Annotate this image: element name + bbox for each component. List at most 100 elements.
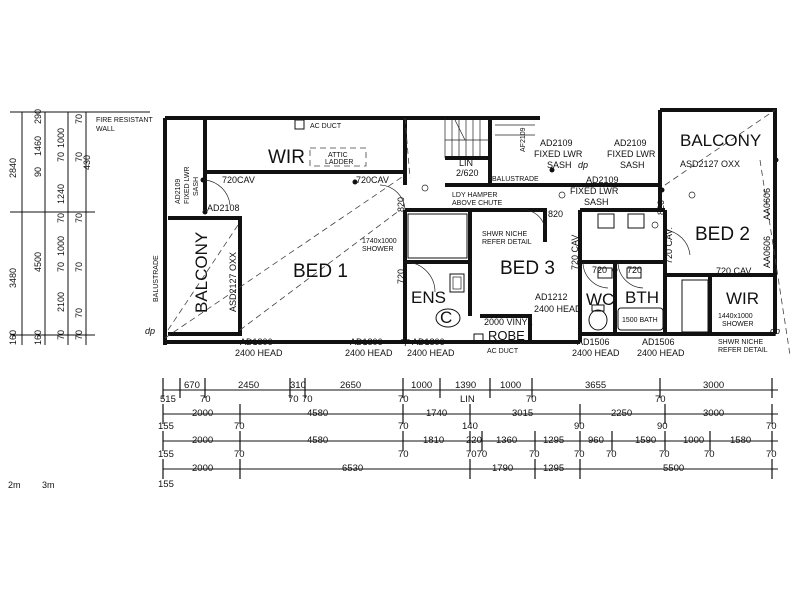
ad2109-left-1: AD2109 — [175, 179, 182, 204]
dim-row2s-0: 155 — [158, 421, 174, 432]
ad1506-2b: 2400 HEAD — [637, 348, 685, 358]
dim-row2-5: 3000 — [703, 408, 724, 419]
room-lin: LIN — [459, 158, 473, 168]
room-robe-size: 2000 VINYL — [484, 317, 533, 327]
aa0606-1: AA0606 — [762, 188, 772, 220]
door-720-ens: 720 — [396, 269, 406, 284]
fixtures — [164, 109, 791, 356]
detector-4 — [651, 221, 659, 229]
ad1806-2b: 2400 HEAD — [345, 348, 393, 358]
balustrade-left: BALUSTRADE — [153, 255, 160, 302]
vdim-col2-0: 290 — [33, 109, 43, 124]
basin-wc — [597, 267, 613, 279]
door-820-1: 820 — [396, 197, 406, 212]
dim-row4-2: 1790 — [492, 463, 513, 474]
door-820-3: 820 — [656, 200, 666, 215]
ac-duct-top-marker — [294, 119, 305, 130]
fire-wall-2: WALL — [96, 126, 115, 133]
shwr-niche-right: SHWR NICHE — [718, 339, 763, 346]
ad1506-1a: AD1506 — [577, 337, 610, 347]
door-720cav-1: 720 CAV — [570, 235, 580, 270]
vdim-col4-5: 70 — [74, 308, 84, 318]
ad2109-a-2: FIXED LWR — [534, 149, 583, 159]
vdim-col2-4: 160 — [33, 330, 43, 345]
cav-wir-1: 720CAV — [222, 175, 255, 185]
room-bth: BTH — [625, 288, 659, 307]
shower-left-1: 1740x1000 — [362, 238, 397, 245]
vdim-col3-2: 1240 — [56, 184, 66, 204]
ad1506-2a: AD1506 — [642, 337, 675, 347]
scale-2m: 2m — [8, 480, 21, 490]
dim-row4s-0: 155 — [158, 479, 174, 490]
dim-row2-3: 3015 — [512, 408, 533, 419]
dim-row2-2: 1740 — [426, 408, 447, 419]
vdim-col4-1: 70 — [74, 152, 84, 162]
dim-row3s-3: 7070 — [466, 449, 487, 460]
vdim-col4-6: 70 — [74, 330, 84, 340]
dim-row2-0: 2000 — [192, 408, 213, 419]
dim-row3s-4: 70 — [529, 449, 540, 460]
ad1212-1: AD1212 — [535, 292, 568, 302]
room-wir-right: WIR — [726, 289, 759, 308]
dim-row1-6: 1000 — [500, 380, 521, 391]
room-ens: ENS — [411, 288, 446, 307]
dim-row3-7: 1590 — [635, 435, 656, 446]
dim-row2s-5: 90 — [657, 421, 668, 432]
shower-right — [681, 279, 709, 333]
ldy-hamper-2: ABOVE CHUTE — [452, 200, 503, 207]
stairs — [444, 118, 490, 158]
vdim-col3-7: 70 — [56, 330, 66, 340]
ad1806-2a: AD1806 — [350, 337, 383, 347]
walls — [163, 108, 777, 345]
dim-row1b-4: 70 — [398, 394, 409, 405]
dim-row3s-7: 70 — [659, 449, 670, 460]
dim-row3s-2: 70 — [398, 449, 409, 460]
vdim-col4-3: 70 — [74, 213, 84, 223]
room-labels: WIR BED 1 BED 3 BED 2 ENS C WC BTH WIR B… — [192, 131, 761, 343]
dim-row3s-1: 70 — [234, 449, 245, 460]
room-balcony-right: BALCONY — [680, 131, 761, 150]
dim-row1-7: 3655 — [585, 380, 606, 391]
dim-row3-6: 960 — [588, 435, 604, 446]
dp-2: dp — [400, 336, 410, 346]
vdim-col4-0: 70 — [74, 114, 84, 124]
dim-row3-4: 1360 — [496, 435, 517, 446]
ldy-hamper-1: LDY HAMPER — [452, 192, 497, 199]
shwr-niche-1: SHWR NICHE — [482, 231, 527, 238]
shower-right-2: SHOWER — [722, 321, 754, 328]
room-bed1: BED 1 — [293, 261, 348, 282]
dim-row3-3: 220 — [466, 435, 482, 446]
dim-row2s-3: 140 — [462, 421, 478, 432]
ad1212-2: 2400 HEAD — [534, 304, 582, 314]
shwr-niche-2: REFER DETAIL — [482, 239, 532, 246]
ac-duct-top: AC DUCT — [310, 123, 342, 130]
aa0606-2: AA0606 — [762, 236, 772, 268]
detector-2 — [558, 191, 566, 199]
dp-1: dp — [145, 326, 155, 336]
dim-row2s-2: 70 — [398, 421, 409, 432]
dim-row1-3: 2650 — [340, 380, 361, 391]
vdim-col2-2: 90 — [33, 167, 43, 177]
ad1506-1b: 2400 HEAD — [572, 348, 620, 358]
vdim-col3-4: 1000 — [56, 236, 66, 256]
asd-right: ASD2127 OXX — [680, 159, 740, 169]
ad2109-left-3: SASH — [193, 177, 200, 196]
door-720cav-3: 720 CAV — [716, 266, 751, 276]
detector-1 — [421, 184, 429, 192]
door-720-wc: 720 — [592, 265, 607, 275]
vdim-col2-3: 4500 — [33, 252, 43, 272]
horizontal-dimensions: 670 2450 310 2650 1000 1390 1000 3655 30… — [158, 378, 778, 490]
vdim-col3-3: 70 — [56, 213, 66, 223]
attic-ladder-box — [309, 147, 367, 167]
ad2109-c-1: AD2109 — [586, 175, 619, 185]
dim-row3-5: 1295 — [543, 435, 564, 446]
ad1806-1a: AD1806 — [240, 337, 273, 347]
cav-wir-2: 720CAV — [356, 175, 389, 185]
dim-row1-2: 310 — [290, 380, 306, 391]
toilet-wc — [588, 309, 608, 331]
dp-4: dp — [770, 326, 780, 336]
dim-row3-1: 4580 — [307, 435, 328, 446]
scale-3m: 3m — [42, 480, 55, 490]
vanity-ens — [449, 273, 465, 293]
